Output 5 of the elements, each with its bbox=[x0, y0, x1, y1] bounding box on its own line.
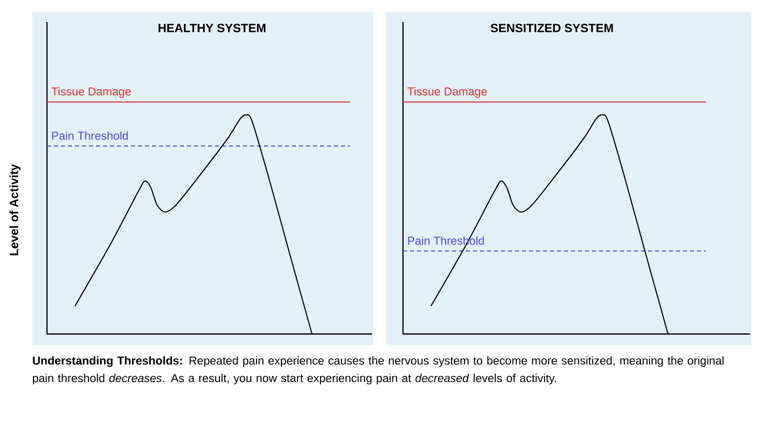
damage-label: Tissue Damage bbox=[51, 87, 131, 98]
damage-label: Tissue Damage bbox=[407, 87, 487, 98]
threshold-label: Pain Threshold bbox=[52, 131, 128, 140]
caption: Understanding Thresholds: Repeated pain experience causes the nervous system to become more sensitized, meaning the original pain threshold decreases. As a result, you now start experiencing pain at decreased levels of activity. bbox=[32, 356, 724, 384]
axis-label: Level of Activity bbox=[9, 164, 21, 256]
